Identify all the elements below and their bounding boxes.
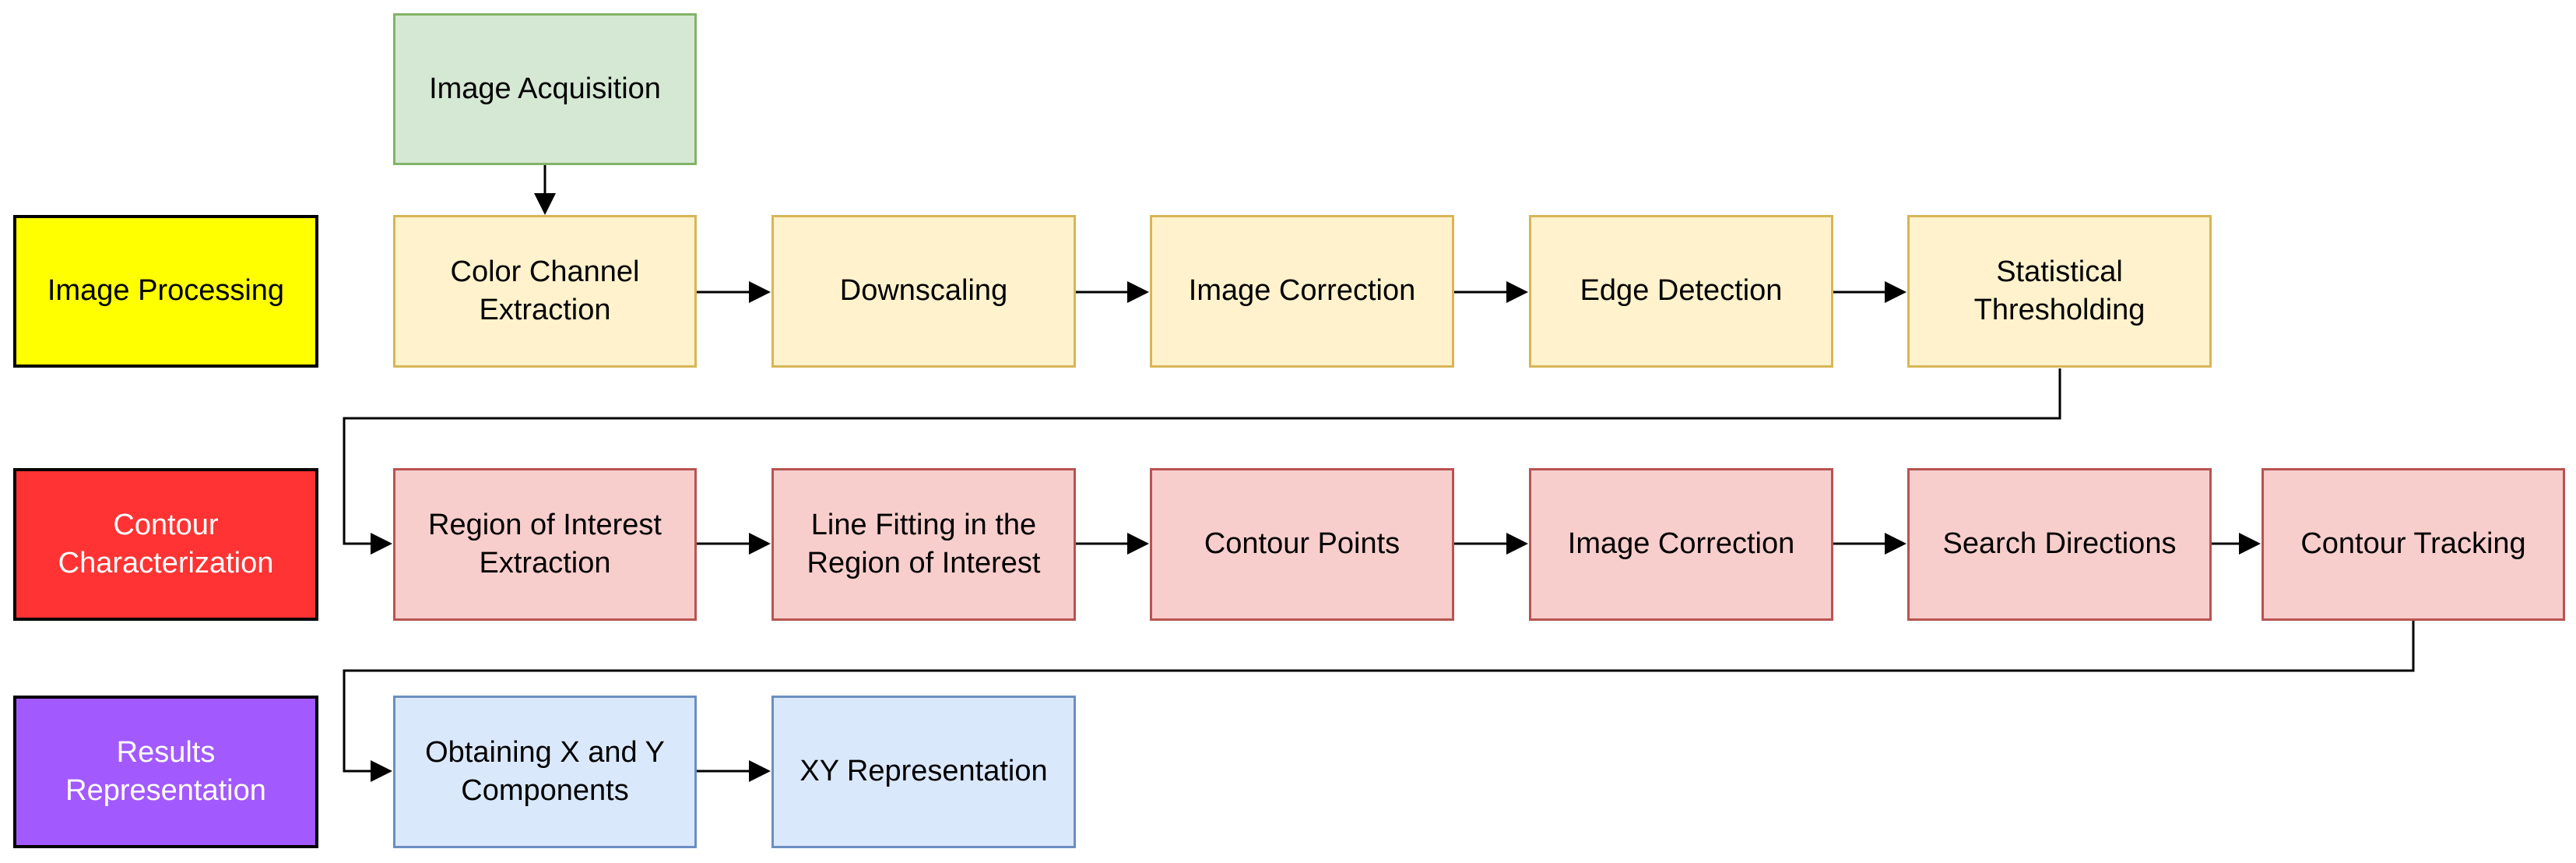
node-downscaling: Downscaling [771,215,1076,368]
node-image-acquisition: Image Acquisition [393,13,697,165]
node-image-correction-2: Image Correction [1529,468,1833,621]
node-contour-points-label: Contour Points [1204,527,1400,561]
arrowhead-icon [1885,533,1907,555]
node-image-correction-1-label: Image Correction [1188,274,1416,308]
node-contour-points: Contour Points [1150,468,1454,621]
node-obtaining-xy: Obtaining X and Y Components [393,696,697,848]
node-contour-tracking: Contour Tracking [2261,468,2565,621]
edge-thresholding-to-roi-extraction [343,368,2061,545]
node-xy-representation: XY Representation [771,696,1076,848]
lane-contour-characterization-label: Contour Characterization [58,508,274,579]
node-color-channel-extraction: Color Channel Extraction [393,215,697,368]
arrowhead-icon [1506,281,1528,303]
arrowhead-icon [749,533,771,555]
node-search-directions-label: Search Directions [1942,527,2177,561]
arrowhead-icon [1885,281,1907,303]
arrowhead-icon [371,533,392,555]
lane-results-representation: Results Representation [13,696,318,848]
node-obtaining-xy-label: Obtaining X and Y Components [425,735,665,807]
node-image-acquisition-label: Image Acquisition [429,72,661,105]
node-roi-extraction-label: Region of Interest Extraction [428,508,662,579]
node-roi-extraction: Region of Interest Extraction [393,468,697,621]
node-edge-detection: Edge Detection [1529,215,1833,368]
node-statistical-thresholding: Statistical Thresholding [1907,215,2212,368]
arrowhead-icon [2239,533,2261,555]
node-downscaling-label: Downscaling [839,274,1008,308]
lane-results-representation-label: Results Representation [65,735,266,807]
lane-image-processing: Image Processing [13,215,318,368]
node-line-fitting-label: Line Fitting in the Region of Interest [807,508,1041,579]
arrowhead-icon [1506,533,1528,555]
node-image-correction-2-label: Image Correction [1567,527,1795,561]
node-edge-detection-label: Edge Detection [1580,274,1783,308]
edge-contour-tracking-to-obtaining-xy [343,620,2415,773]
node-xy-representation-label: XY Representation [800,755,1048,788]
lane-contour-characterization: Contour Characterization [13,468,318,621]
node-line-fitting: Line Fitting in the Region of Interest [771,468,1076,621]
arrowhead-icon [749,760,771,782]
node-statistical-thresholding-label: Statistical Thresholding [1973,255,2145,326]
lane-image-processing-label: Image Processing [47,274,285,308]
node-contour-tracking-label: Contour Tracking [2300,527,2526,561]
arrowhead-icon [749,281,771,303]
node-search-directions: Search Directions [1907,468,2212,621]
node-image-correction-1: Image Correction [1150,215,1454,368]
arrowhead-icon [371,760,392,782]
arrowhead-icon [534,193,556,215]
arrowhead-icon [1127,281,1149,303]
arrowhead-icon [1127,533,1149,555]
node-color-channel-extraction-label: Color Channel Extraction [450,255,640,326]
